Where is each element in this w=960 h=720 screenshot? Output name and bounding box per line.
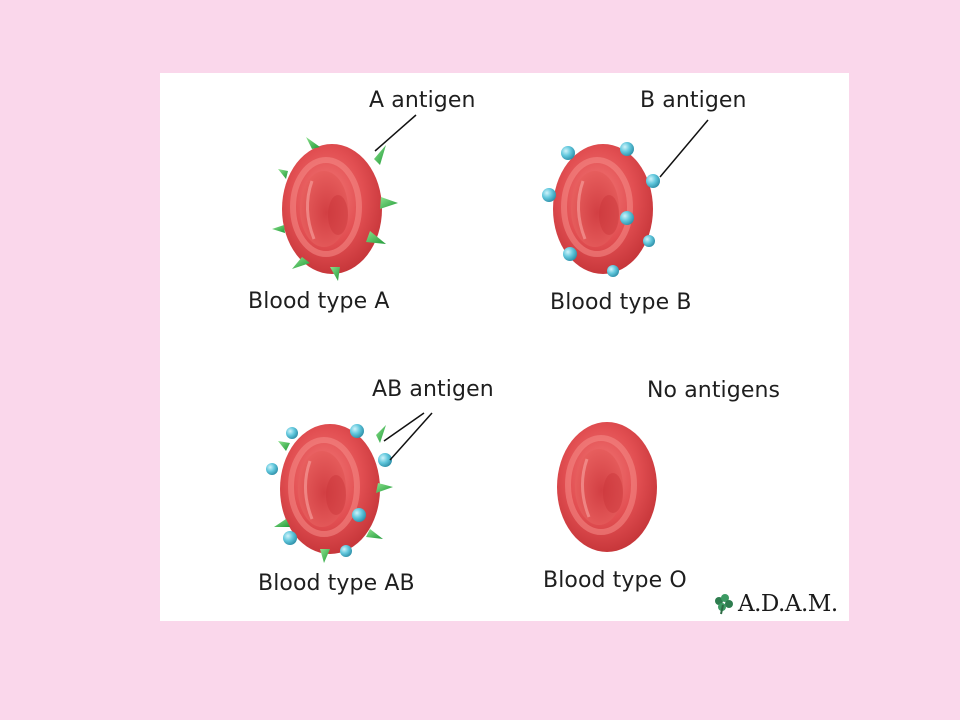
- b-antigen-ball: [378, 453, 392, 467]
- b-antigen-ball: [266, 463, 278, 475]
- a-antigen-spike: [292, 257, 310, 269]
- blood-type-ab-caption: Blood type AB: [258, 571, 415, 596]
- b-antigen-ball: [620, 211, 634, 225]
- a-antigen-spike: [366, 529, 383, 539]
- a-antigen-spike: [278, 169, 288, 179]
- b-antigen-ball: [350, 424, 364, 438]
- blood-type-o-caption: Blood type O: [543, 568, 687, 593]
- b-antigen-ball: [643, 235, 655, 247]
- a-antigen-spike: [306, 137, 320, 149]
- blood-type-a-caption: Blood type A: [248, 289, 390, 314]
- b-antigen-ball: [607, 265, 619, 277]
- ab-antigen-label: AB antigen: [372, 377, 494, 402]
- b-antigen-ball: [286, 427, 298, 439]
- adam-logo: A.D.A.M.: [713, 589, 838, 619]
- cell-type-b: [542, 142, 660, 277]
- a-antigen-spike: [272, 225, 285, 233]
- leaf-icon: [715, 594, 733, 615]
- figure-panel: A antigen B antigen AB antigen No antige…: [160, 73, 849, 621]
- b-antigen-ball: [340, 545, 352, 557]
- cell-type-o: [557, 422, 657, 552]
- ab-antigen-pointer-b: [389, 412, 433, 461]
- a-antigen-spike: [330, 267, 340, 281]
- b-antigen-ball: [283, 531, 297, 545]
- b-antigen-label: B antigen: [640, 88, 747, 113]
- a-antigen-spike: [376, 483, 393, 493]
- ab-antigen-pointer-a: [383, 412, 425, 442]
- cell-type-ab: [266, 424, 393, 563]
- b-antigen-pointer: [659, 119, 709, 178]
- b-antigen-ball: [620, 142, 634, 156]
- a-antigen-spike: [274, 519, 290, 527]
- a-antigen-pointer: [374, 114, 417, 152]
- b-antigen-ball: [646, 174, 660, 188]
- logo-wordmark: A.D.A.M.: [738, 591, 838, 617]
- a-antigen-label: A antigen: [369, 88, 476, 113]
- cell-type-a: [272, 137, 398, 281]
- a-antigen-spike: [376, 425, 386, 443]
- a-antigen-spike: [366, 231, 386, 244]
- b-antigen-ball: [542, 188, 556, 202]
- a-antigen-spike: [380, 197, 398, 209]
- b-antigen-ball: [561, 146, 575, 160]
- blood-cells-diagram: [266, 114, 709, 563]
- b-antigen-ball: [352, 508, 366, 522]
- blood-type-b-caption: Blood type B: [550, 290, 692, 315]
- a-antigen-spike: [320, 549, 330, 563]
- a-antigen-spike: [278, 441, 290, 451]
- b-antigen-ball: [563, 247, 577, 261]
- no-antigens-label: No antigens: [647, 378, 781, 403]
- a-antigen-spike: [374, 145, 386, 165]
